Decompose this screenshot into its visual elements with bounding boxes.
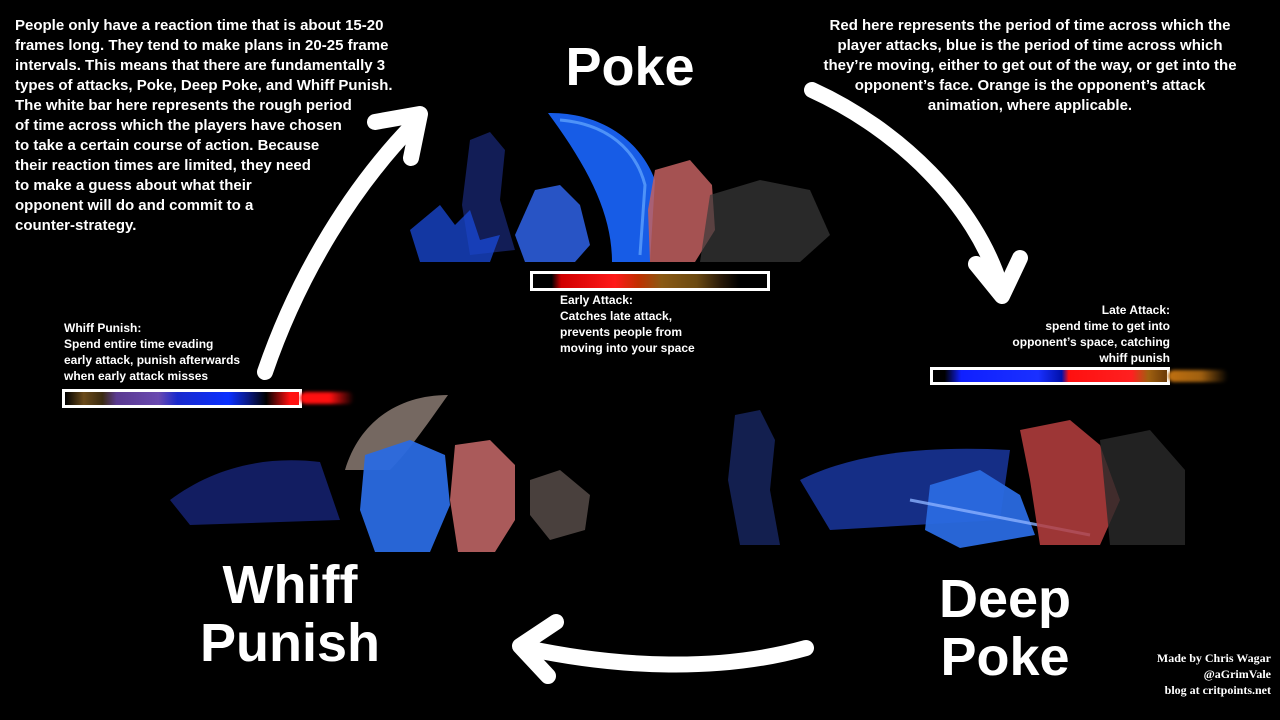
- whiff-scene: [170, 395, 590, 552]
- whiff-ghost-crowd: [170, 460, 340, 525]
- arrow-deep-to-whiff: [518, 640, 814, 673]
- deep-scene: [728, 410, 1185, 548]
- arrow-whiff-to-poke: [257, 118, 420, 380]
- poke-opponent: [648, 160, 715, 262]
- note-whiff-punish: Whiff Punish: Spend entire time evading …: [64, 321, 241, 383]
- timeline-bar-whiff-punish: [62, 389, 302, 408]
- arrow-whiff-to-poke-head: [367, 106, 428, 166]
- timeline-bar-late-attack: [930, 367, 1170, 385]
- node-title-poke: Poke: [565, 37, 695, 97]
- timeline-bar-early-attack: [530, 271, 770, 291]
- poke-ghost-player: [462, 132, 515, 255]
- node-title-deep-poke: Deep Poke: [938, 569, 1072, 687]
- poke-ghost-opponent: [700, 180, 830, 262]
- arrow-poke-to-deep-head: [968, 250, 1028, 304]
- deep-opponent: [1020, 420, 1120, 545]
- timeline-overflow-attack: [300, 392, 354, 404]
- node-title-whiff-punish: Whiff Punish: [199, 555, 380, 673]
- whiff-dust: [530, 470, 590, 540]
- poke-slash-edge: [559, 118, 647, 256]
- whiff-ghost-cape: [345, 395, 448, 470]
- timeline-overflow-opponent-attack: [1168, 370, 1228, 382]
- whiff-opponent: [450, 440, 515, 552]
- credits: Made by Chris Wagar @aGrimVale blog at c…: [1156, 651, 1271, 697]
- poke-scene: [410, 112, 830, 262]
- arrow-poke-to-deep: [804, 82, 1008, 293]
- poke-burst: [410, 205, 500, 262]
- note-late-attack: Late Attack: spend time to get into oppo…: [1012, 303, 1170, 365]
- deep-player: [925, 470, 1035, 548]
- deep-ghost-opponent: [1100, 430, 1185, 545]
- intro-paragraph: People only have a reaction time that is…: [15, 17, 393, 234]
- whiff-player: [360, 440, 450, 552]
- deep-ghost-player: [728, 410, 780, 545]
- poke-player: [515, 185, 590, 262]
- note-early-attack: Early Attack: Catches late attack, preve…: [560, 293, 695, 355]
- color-legend-paragraph: Red here represents the period of time a…: [823, 17, 1237, 114]
- arrow-deep-to-whiff-head: [512, 614, 564, 684]
